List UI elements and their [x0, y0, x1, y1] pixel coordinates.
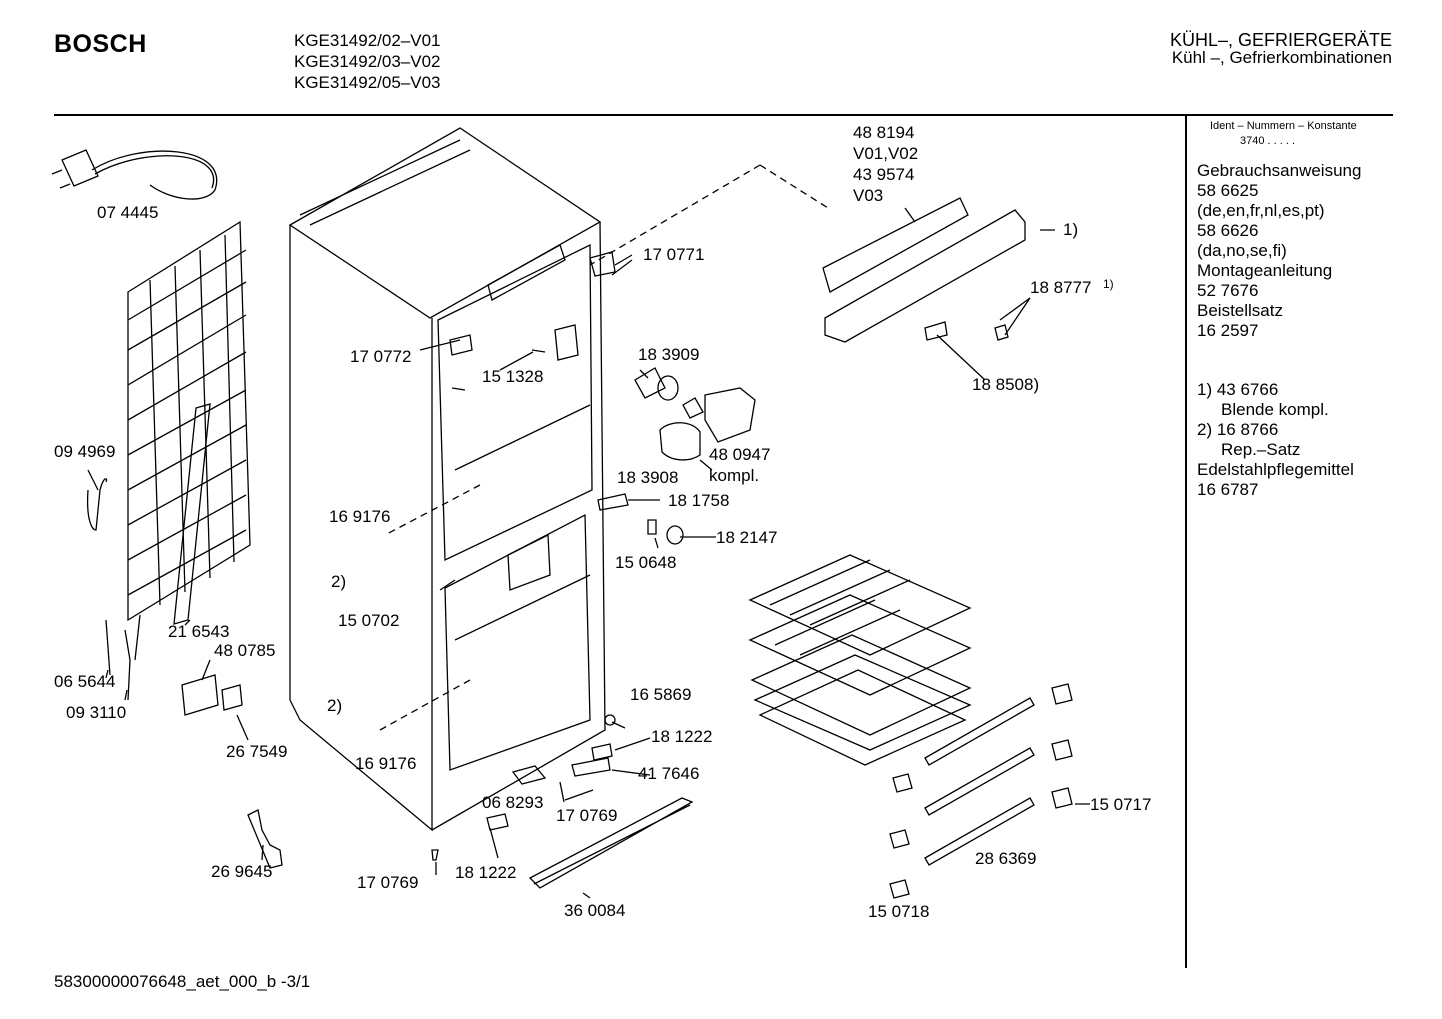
document-id: 58300000076648_aet_000_b -3/1: [54, 972, 311, 991]
sensor-065644-drawing: [105, 619, 111, 676]
label-note2-lower: 2): [327, 696, 342, 715]
label-286369: 28 6369: [975, 849, 1036, 868]
label-170769-left: 17 0769: [357, 873, 418, 892]
label-181222-upper: 18 1222: [651, 727, 712, 746]
doc-line-3: (de,en,fr,nl,es,pt): [1197, 201, 1325, 220]
brand-logo: BOSCH: [54, 30, 147, 58]
label-169176-lower: 16 9176: [355, 754, 416, 773]
label-note2-upper: 2): [331, 572, 346, 591]
sensor-093110-drawing: [124, 614, 141, 701]
label-074445: 07 4445: [97, 203, 158, 222]
note-line-2: Blende kompl.: [1221, 400, 1329, 419]
cabinet-drawing: [288, 127, 606, 832]
label-182147: 18 2147: [716, 528, 777, 547]
label-150702: 15 0702: [338, 611, 399, 630]
label-488194: 48 8194: [853, 123, 914, 142]
hose-drawing: [86, 478, 108, 531]
shelves-drawing: [748, 554, 972, 766]
model-number-3: KGE31492/05–V03: [294, 73, 441, 92]
model-number-2: KGE31492/03–V02: [294, 52, 441, 71]
category-main: KÜHL–, GEFRIERGERÄTE: [1169, 30, 1392, 50]
power-cord-drawing: [51, 149, 218, 200]
label-150718: 15 0718: [868, 902, 929, 921]
label-kompl: kompl.: [709, 466, 759, 485]
thermostat-drawing: [247, 809, 283, 869]
label-068293: 06 8293: [482, 793, 543, 812]
label-169176-upper: 16 9176: [329, 507, 390, 526]
label-065644: 06 5644: [54, 672, 115, 691]
label-267549: 26 7549: [226, 742, 287, 761]
control-panel-drawing: [822, 197, 1026, 343]
label-480785: 48 0785: [214, 641, 275, 660]
doc-line-7: 52 7676: [1197, 281, 1259, 300]
note-line-3: 2) 16 8766: [1197, 420, 1279, 439]
label-170769-right: 17 0769: [556, 806, 617, 825]
relay-drawing: [181, 674, 243, 716]
label-v03: V03: [853, 186, 883, 205]
note-line-1: 1) 43 6766: [1197, 380, 1279, 399]
lamp-assembly-drawing: [634, 367, 756, 461]
ident-title: Ident – Nummern – Konstante: [1210, 120, 1357, 132]
trim-strips-drawing: [924, 697, 1035, 866]
label-151328: 15 1328: [482, 367, 543, 386]
doc-line-1: Gebrauchsanweisung: [1197, 161, 1362, 180]
leader-lines: [87, 207, 1090, 899]
label-note1-superscript: 1): [1103, 277, 1114, 291]
doc-line-8: Beistellsatz: [1197, 301, 1283, 320]
plinth-drawing: [528, 797, 694, 889]
label-170771: 17 0771: [643, 245, 704, 264]
sidebar-divider: [1185, 116, 1187, 968]
doc-line-6: Montageanleitung: [1197, 261, 1333, 280]
label-269645: 26 9645: [211, 862, 272, 881]
label-188777: 18 8777: [1030, 278, 1091, 297]
label-216543: 21 6543: [168, 622, 229, 641]
note-line-6: 16 6787: [1197, 480, 1259, 499]
label-093110: 09 3110: [66, 703, 126, 722]
category-sub: Kühl –, Gefrierkombinationen: [1171, 48, 1392, 67]
doc-line-4: 58 6626: [1197, 221, 1259, 240]
model-number-1: KGE31492/02–V01: [294, 31, 441, 50]
label-150648: 15 0648: [615, 553, 676, 572]
label-188508: 18 8508): [972, 375, 1039, 394]
label-170772: 17 0772: [350, 347, 411, 366]
label-439574: 43 9574: [853, 165, 914, 184]
doc-line-2: 58 6625: [1197, 181, 1259, 200]
ident-value: 3740 . . . . .: [1240, 135, 1296, 147]
doc-line-5: (da,no,se,fi): [1197, 241, 1287, 260]
label-183909: 18 3909: [638, 345, 699, 364]
label-417646: 41 7646: [638, 764, 699, 783]
header-divider: [54, 114, 1393, 116]
label-150717: 15 0717: [1090, 795, 1151, 814]
label-note1-panel: 1): [1063, 220, 1078, 239]
condenser-coil-drawing: [127, 220, 251, 622]
guide-lines: [379, 164, 829, 731]
label-181222-lower: 18 1222: [455, 863, 516, 882]
strip-drawing: [173, 403, 211, 625]
label-165869: 16 5869: [630, 685, 691, 704]
label-181758: 18 1758: [668, 491, 729, 510]
label-v0102: V01,V02: [853, 144, 918, 163]
note-line-4: Rep.–Satz: [1221, 440, 1301, 459]
label-094969: 09 4969: [54, 442, 115, 461]
label-480947: 48 0947: [709, 445, 770, 464]
note-line-5: Edelstahlpflegemittel: [1197, 460, 1354, 479]
doc-line-9: 16 2597: [1197, 321, 1259, 340]
label-360084: 36 0084: [564, 901, 625, 920]
label-183908: 18 3908: [617, 468, 678, 487]
